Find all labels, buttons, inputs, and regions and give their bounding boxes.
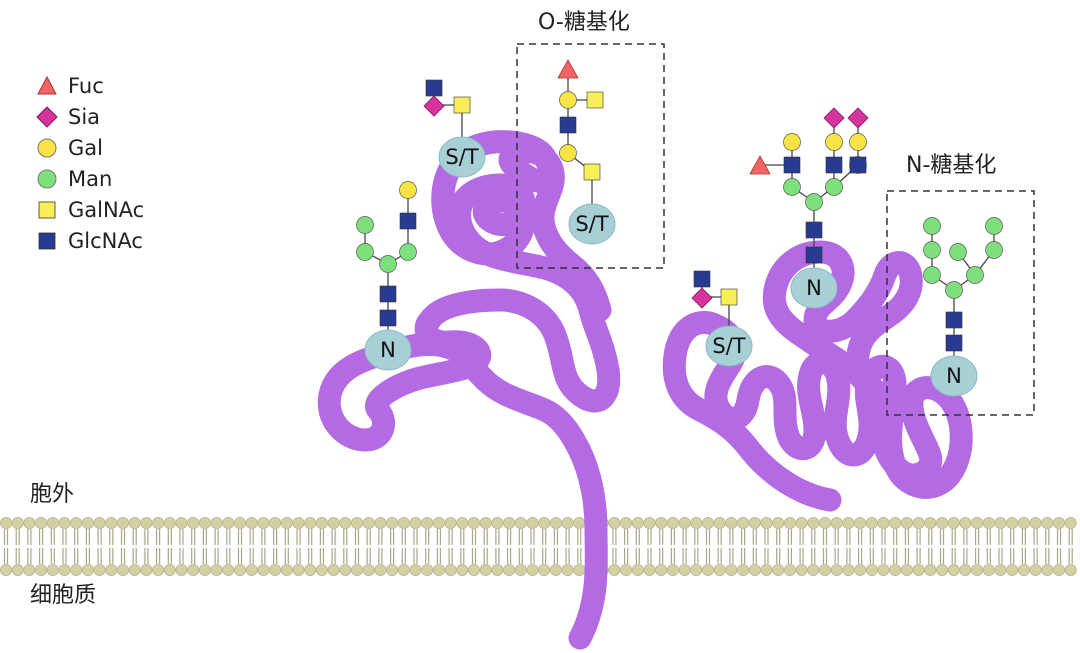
o-glyco-label: O-糖基化: [538, 10, 630, 35]
svg-text:S/T: S/T: [712, 334, 745, 358]
glcnac-square: [849, 156, 867, 174]
svg-text:N: N: [946, 364, 962, 388]
sia-diamond: [691, 287, 713, 309]
diamond-icon: [36, 105, 58, 128]
square-icon: [38, 232, 56, 249]
sia-diamond: [423, 95, 445, 117]
glcnac-square: [559, 116, 577, 134]
sia-diamond: [847, 107, 869, 129]
man-circle: [966, 266, 984, 284]
galnac-square: [586, 91, 604, 109]
glcnac-square: [805, 246, 823, 264]
o-glyco-box: [516, 43, 665, 269]
glycans: [356, 59, 1003, 376]
svg-text:N: N: [380, 338, 396, 362]
legend-label: Gal: [68, 135, 103, 160]
glcnac-square: [825, 156, 843, 174]
svg-text:N: N: [806, 276, 822, 300]
legend-label: Man: [68, 166, 113, 191]
cytoplasm-label: 细胞质: [30, 583, 97, 608]
gal-circle: [783, 133, 801, 151]
legend-item-sia: Sia: [36, 101, 144, 132]
n-glyco-label: N-糖基化: [906, 153, 997, 178]
glcnac-square: [399, 212, 417, 230]
glcnac-square: [693, 270, 711, 288]
svg-text:S/T: S/T: [445, 145, 478, 169]
legend-label: GlcNAc: [68, 228, 143, 253]
st-site-box: S/T: [568, 203, 616, 245]
legend-label: Sia: [68, 104, 101, 129]
legend-item-fuc: Fuc: [36, 70, 144, 101]
gal-circle: [559, 144, 577, 162]
man-circle: [923, 266, 941, 284]
st-site-left: S/T: [438, 136, 486, 178]
glycosylation-sites: N S/T S/T N S/T N: [364, 136, 978, 397]
man-circle: [923, 217, 941, 235]
man-circle: [825, 178, 843, 196]
circle-icon: [37, 169, 57, 188]
galnac-square: [583, 163, 601, 181]
galnac-square: [720, 288, 738, 306]
glcnac-square: [425, 79, 443, 97]
man-circle: [356, 216, 374, 234]
gal-circle: [825, 133, 843, 151]
gal-circle: [849, 133, 867, 151]
triangle-icon: [37, 75, 57, 94]
glcnac-square: [945, 311, 963, 329]
man-circle: [805, 193, 823, 211]
square-icon: [38, 201, 56, 218]
man-circle: [923, 241, 941, 259]
cell-membrane: [0, 517, 1077, 577]
man-circle: [379, 255, 397, 273]
gal-circle: [399, 181, 417, 199]
man-circle: [783, 178, 801, 196]
n-site-middle: N: [790, 267, 838, 309]
n-site-box: N: [930, 355, 978, 397]
extracellular-label: 胞外: [30, 482, 75, 507]
st-site-right: S/T: [705, 325, 753, 367]
legend-label: GalNAc: [68, 197, 145, 222]
glcnac-square: [783, 156, 801, 174]
n-site-left: N: [364, 329, 412, 371]
circle-icon: [37, 138, 57, 157]
svg-text:S/T: S/T: [575, 212, 608, 236]
legend-item-galnac: GalNAc: [36, 194, 144, 225]
man-circle: [399, 243, 417, 261]
glcnac-square: [945, 334, 963, 352]
glcnac-square: [805, 221, 823, 239]
man-circle: [945, 281, 963, 299]
legend-item-glcnac: GlcNAc: [36, 225, 144, 256]
man-circle: [356, 243, 374, 261]
legend-label: Fuc: [68, 73, 104, 98]
n-glyco-box: [886, 190, 1035, 416]
gal-circle: [559, 91, 577, 109]
man-circle: [985, 241, 1003, 259]
protein-chain-right: [662, 240, 973, 512]
man-circle: [985, 217, 1003, 235]
man-circle: [949, 243, 967, 261]
glcnac-square: [379, 309, 397, 327]
fuc-triangle: [749, 155, 771, 175]
glcnac-square: [379, 285, 397, 303]
legend-item-man: Man: [36, 163, 144, 194]
protein-chain-left: [317, 130, 621, 650]
sia-diamond: [823, 107, 845, 129]
fuc-triangle: [557, 59, 579, 79]
legend-item-gal: Gal: [36, 132, 144, 163]
galnac-square: [453, 96, 471, 114]
